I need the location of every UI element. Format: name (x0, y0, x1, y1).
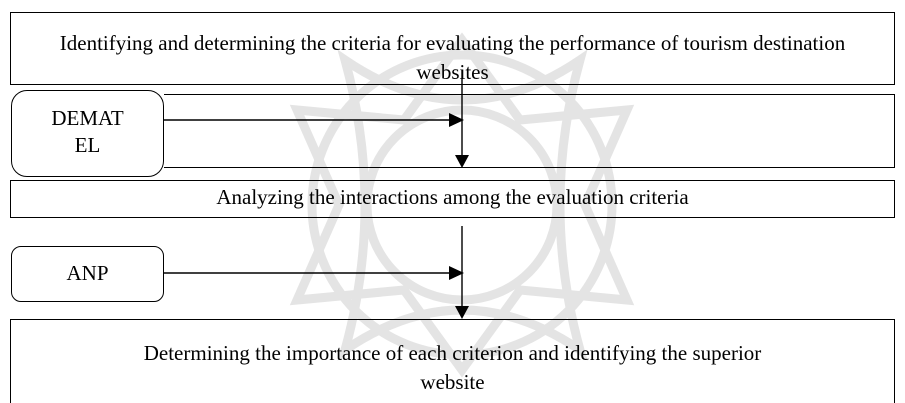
dematel-band-top-border (164, 94, 895, 95)
step-analyze-interactions: Analyzing the interactions among the eva… (10, 180, 895, 218)
arrowhead-right-anp (449, 266, 464, 280)
method-anp: ANP (11, 246, 164, 302)
step-identify-criteria: Identifying and determining the criteria… (10, 12, 895, 85)
method-dematel-line2: EL (74, 133, 101, 157)
arrowhead-right-dematel (449, 113, 464, 127)
step-determine-text: Determining the importance of each crite… (143, 341, 762, 394)
arrowhead-down-upper (455, 155, 469, 168)
dematel-band-right-border (894, 94, 895, 168)
step-determine-importance: Determining the importance of each crite… (10, 319, 895, 403)
step-analyze-text: Analyzing the interactions among the eva… (216, 185, 689, 209)
method-dematel-line1: DEMAT (51, 106, 124, 130)
dematel-band-bottom-border (164, 167, 895, 168)
method-dematel: DEMAT EL (11, 90, 164, 177)
arrowhead-down-lower (455, 306, 469, 319)
method-anp-label: ANP (66, 261, 109, 285)
step-identify-text: Identifying and determining the criteria… (59, 31, 846, 84)
